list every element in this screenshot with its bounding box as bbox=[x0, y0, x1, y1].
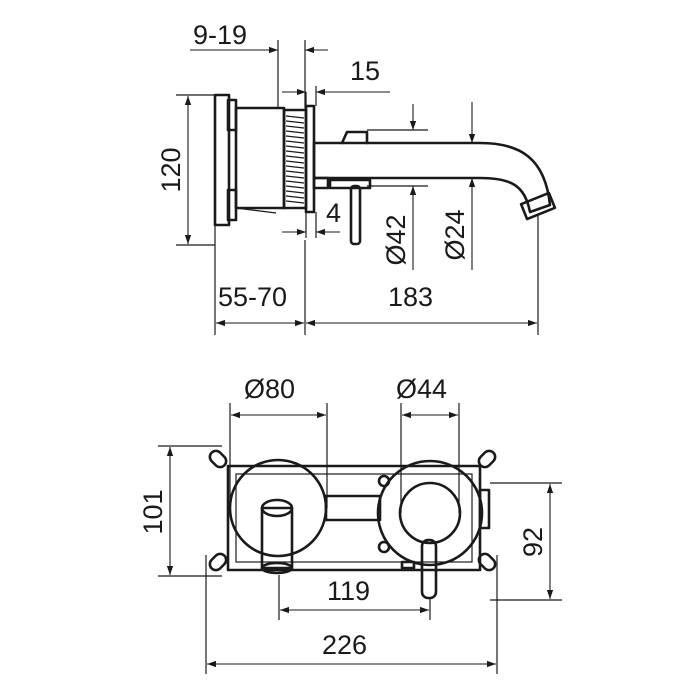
frame-inner bbox=[235, 473, 473, 563]
thread-line bbox=[285, 200, 305, 204]
thread-line bbox=[285, 130, 305, 134]
dim-centers: 119 bbox=[327, 576, 370, 606]
connector-bar bbox=[324, 494, 382, 522]
handle-cover-plate bbox=[376, 459, 484, 567]
corner-bracket-tl bbox=[208, 449, 228, 469]
dim-width: 226 bbox=[322, 630, 367, 660]
dim-flange: 15 bbox=[350, 56, 380, 86]
dim-projection: 183 bbox=[388, 282, 433, 312]
dim-spout-diameter: Ø42 bbox=[381, 214, 411, 265]
handle-knob bbox=[398, 481, 462, 545]
top-cap bbox=[340, 130, 369, 145]
thread-line bbox=[285, 140, 305, 144]
corner-bracket-br bbox=[477, 552, 497, 572]
thread-line bbox=[285, 180, 305, 184]
thread-line bbox=[285, 165, 305, 169]
dim-handle-plate: Ø44 bbox=[396, 374, 447, 404]
wall-plate bbox=[213, 93, 231, 227]
lever-handle bbox=[328, 178, 372, 190]
thread-line bbox=[285, 185, 305, 189]
spout bbox=[312, 141, 552, 214]
dim-side-height: 120 bbox=[156, 147, 186, 192]
thread-line bbox=[285, 195, 305, 199]
thread-line bbox=[285, 150, 305, 154]
spout-outlet bbox=[519, 191, 557, 221]
dim-plate-height: 92 bbox=[518, 527, 548, 557]
valve-body bbox=[234, 106, 286, 210]
thread-line bbox=[285, 115, 305, 119]
dim-front-height: 101 bbox=[138, 489, 168, 534]
thread-line bbox=[285, 170, 305, 174]
thread-line bbox=[285, 175, 305, 179]
corner-bracket-tr bbox=[477, 449, 497, 469]
dim-outlet-diameter: Ø24 bbox=[440, 209, 470, 260]
lever-grip bbox=[349, 184, 362, 246]
side-view: 9-19 15 120 4 Ø42 Ø24 bbox=[156, 20, 557, 335]
dim-wall-range: 9-19 bbox=[193, 20, 247, 50]
dim-gap: 4 bbox=[326, 198, 341, 228]
thread-line bbox=[285, 160, 305, 164]
handle-lever bbox=[420, 538, 438, 600]
thread-line bbox=[285, 120, 305, 124]
corner-bracket-bl bbox=[208, 552, 228, 572]
thread-lines bbox=[285, 115, 305, 204]
front-view: Ø80 Ø44 101 92 119 226 bbox=[138, 374, 562, 674]
side-valve bbox=[478, 488, 491, 530]
dim-depth: 55-70 bbox=[218, 282, 287, 312]
thread-line bbox=[285, 125, 305, 129]
thread-line bbox=[285, 135, 305, 139]
handle-collar bbox=[312, 176, 330, 190]
thread-line bbox=[285, 190, 305, 194]
thread-line bbox=[285, 155, 305, 159]
thread-line bbox=[285, 145, 305, 149]
dim-spout-plate: Ø80 bbox=[244, 374, 295, 404]
